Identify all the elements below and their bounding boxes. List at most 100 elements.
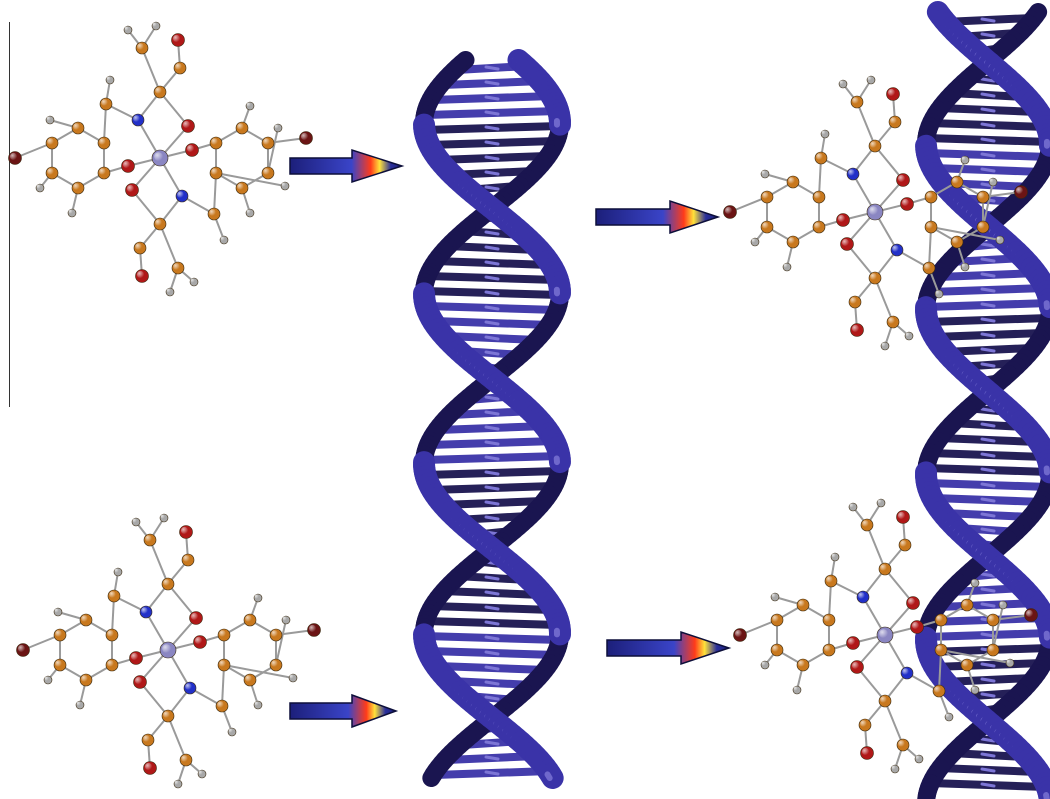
atom-shine (821, 130, 826, 135)
dna-rung-highlight (980, 512, 996, 518)
atom-shine (130, 652, 139, 661)
dna-rung-highlight (980, 482, 996, 488)
atom-shine (887, 88, 896, 97)
atom-shine (870, 141, 877, 148)
atom-shine (246, 102, 251, 107)
atom-shine (194, 636, 203, 645)
dna-rung-highlight (980, 257, 996, 263)
atom-shine (824, 645, 831, 652)
atom-shine (935, 290, 940, 295)
dna-rung-highlight (484, 245, 500, 251)
dna-rung-highlight (980, 437, 996, 443)
dna-rung-highlight (980, 527, 996, 533)
molecule-bond (159, 91, 189, 127)
dna-rung-highlight (980, 662, 996, 668)
atom-shine (263, 168, 270, 175)
atom-shine (841, 238, 850, 247)
dna-rung-highlight (980, 347, 996, 353)
atom-shine (274, 124, 279, 129)
atom-shine (824, 615, 831, 622)
dna-rung-highlight (980, 242, 996, 248)
atom-shine (924, 263, 931, 270)
dna-rung-highlight (980, 677, 996, 683)
molecule-bond (982, 181, 994, 228)
atom-shine (107, 660, 114, 667)
atom-shine (54, 608, 59, 613)
molecule-bond (223, 664, 294, 679)
molecule-bond (940, 649, 1011, 664)
atom-shine (783, 263, 788, 268)
atom-shine (124, 26, 129, 31)
complex-molecule-top-right (723, 75, 1028, 351)
dna-rung-highlight (980, 362, 996, 368)
dna-rung-highlight (980, 602, 996, 608)
atom-shine (160, 514, 165, 519)
complex-molecule-top-left (8, 21, 313, 297)
atom-shine (772, 645, 779, 652)
atom-shine (905, 332, 910, 337)
dna-rung-highlight (484, 620, 500, 626)
atom-shine (952, 237, 959, 244)
atom-shine (81, 615, 88, 622)
dna-rung-highlight (980, 107, 996, 113)
atom-shine (166, 288, 171, 293)
atom-shine (173, 263, 180, 270)
atom-shine (271, 630, 278, 637)
atom-shine (155, 87, 162, 94)
molecule-bond (846, 243, 876, 279)
dna-rung-highlight (484, 470, 500, 476)
dna-rung-highlight (484, 290, 500, 296)
atom-shine (245, 675, 252, 682)
dna-rung-highlight (980, 17, 996, 23)
dna-rung-highlight (484, 515, 500, 521)
atom-shine (152, 22, 157, 27)
atom-shine (99, 138, 106, 145)
atom-shine (900, 540, 907, 547)
atom-shine (798, 660, 805, 667)
atom-shine (761, 170, 766, 175)
atom-shine (831, 553, 836, 558)
atom-shine (163, 711, 170, 718)
dna-rung-highlight (484, 740, 500, 746)
molecule-bond (221, 664, 226, 707)
atom-shine (177, 191, 184, 198)
atom-shine (907, 597, 916, 606)
atom-shine (122, 160, 131, 169)
atom-shine (190, 278, 195, 283)
dna-backbone-segment (917, 786, 936, 799)
dna-rung-highlight (980, 152, 996, 158)
atom-shine (1015, 186, 1024, 195)
atom-shine (47, 168, 54, 175)
dna-rung-highlight (484, 440, 500, 446)
atom-shine (793, 686, 798, 691)
atom-shine (154, 152, 163, 161)
dna-backbone-highlight (1043, 792, 1050, 799)
dna-rung-highlight (980, 572, 996, 578)
dna-rung-highlight (980, 92, 996, 98)
dna-rung-highlight (980, 272, 996, 278)
atom-shine (180, 526, 189, 535)
atom-shine (849, 503, 854, 508)
atom-shine (308, 624, 317, 633)
dna-rung-highlight (980, 752, 996, 758)
molecule-bond (992, 604, 1004, 651)
dna-rung-highlight (980, 737, 996, 743)
atom-shine (891, 765, 896, 770)
atom-shine (761, 661, 766, 666)
molecule-bond (884, 568, 914, 604)
atom-shine (68, 209, 73, 214)
atom-shine (134, 676, 143, 685)
dna-rung-highlight (980, 317, 996, 323)
atom-shine (190, 612, 199, 621)
dna-rung-highlight (484, 320, 500, 326)
atom-shine (724, 206, 733, 215)
dna-rung-highlight (980, 767, 996, 773)
atom-shine (988, 645, 995, 652)
atom-shine (971, 686, 976, 691)
atom-shine (788, 237, 795, 244)
dna-rung-highlight (980, 692, 996, 698)
molecule-bond (159, 223, 179, 269)
atom-shine (211, 168, 218, 175)
atom-shine (220, 236, 225, 241)
dna-rung-highlight (980, 467, 996, 473)
